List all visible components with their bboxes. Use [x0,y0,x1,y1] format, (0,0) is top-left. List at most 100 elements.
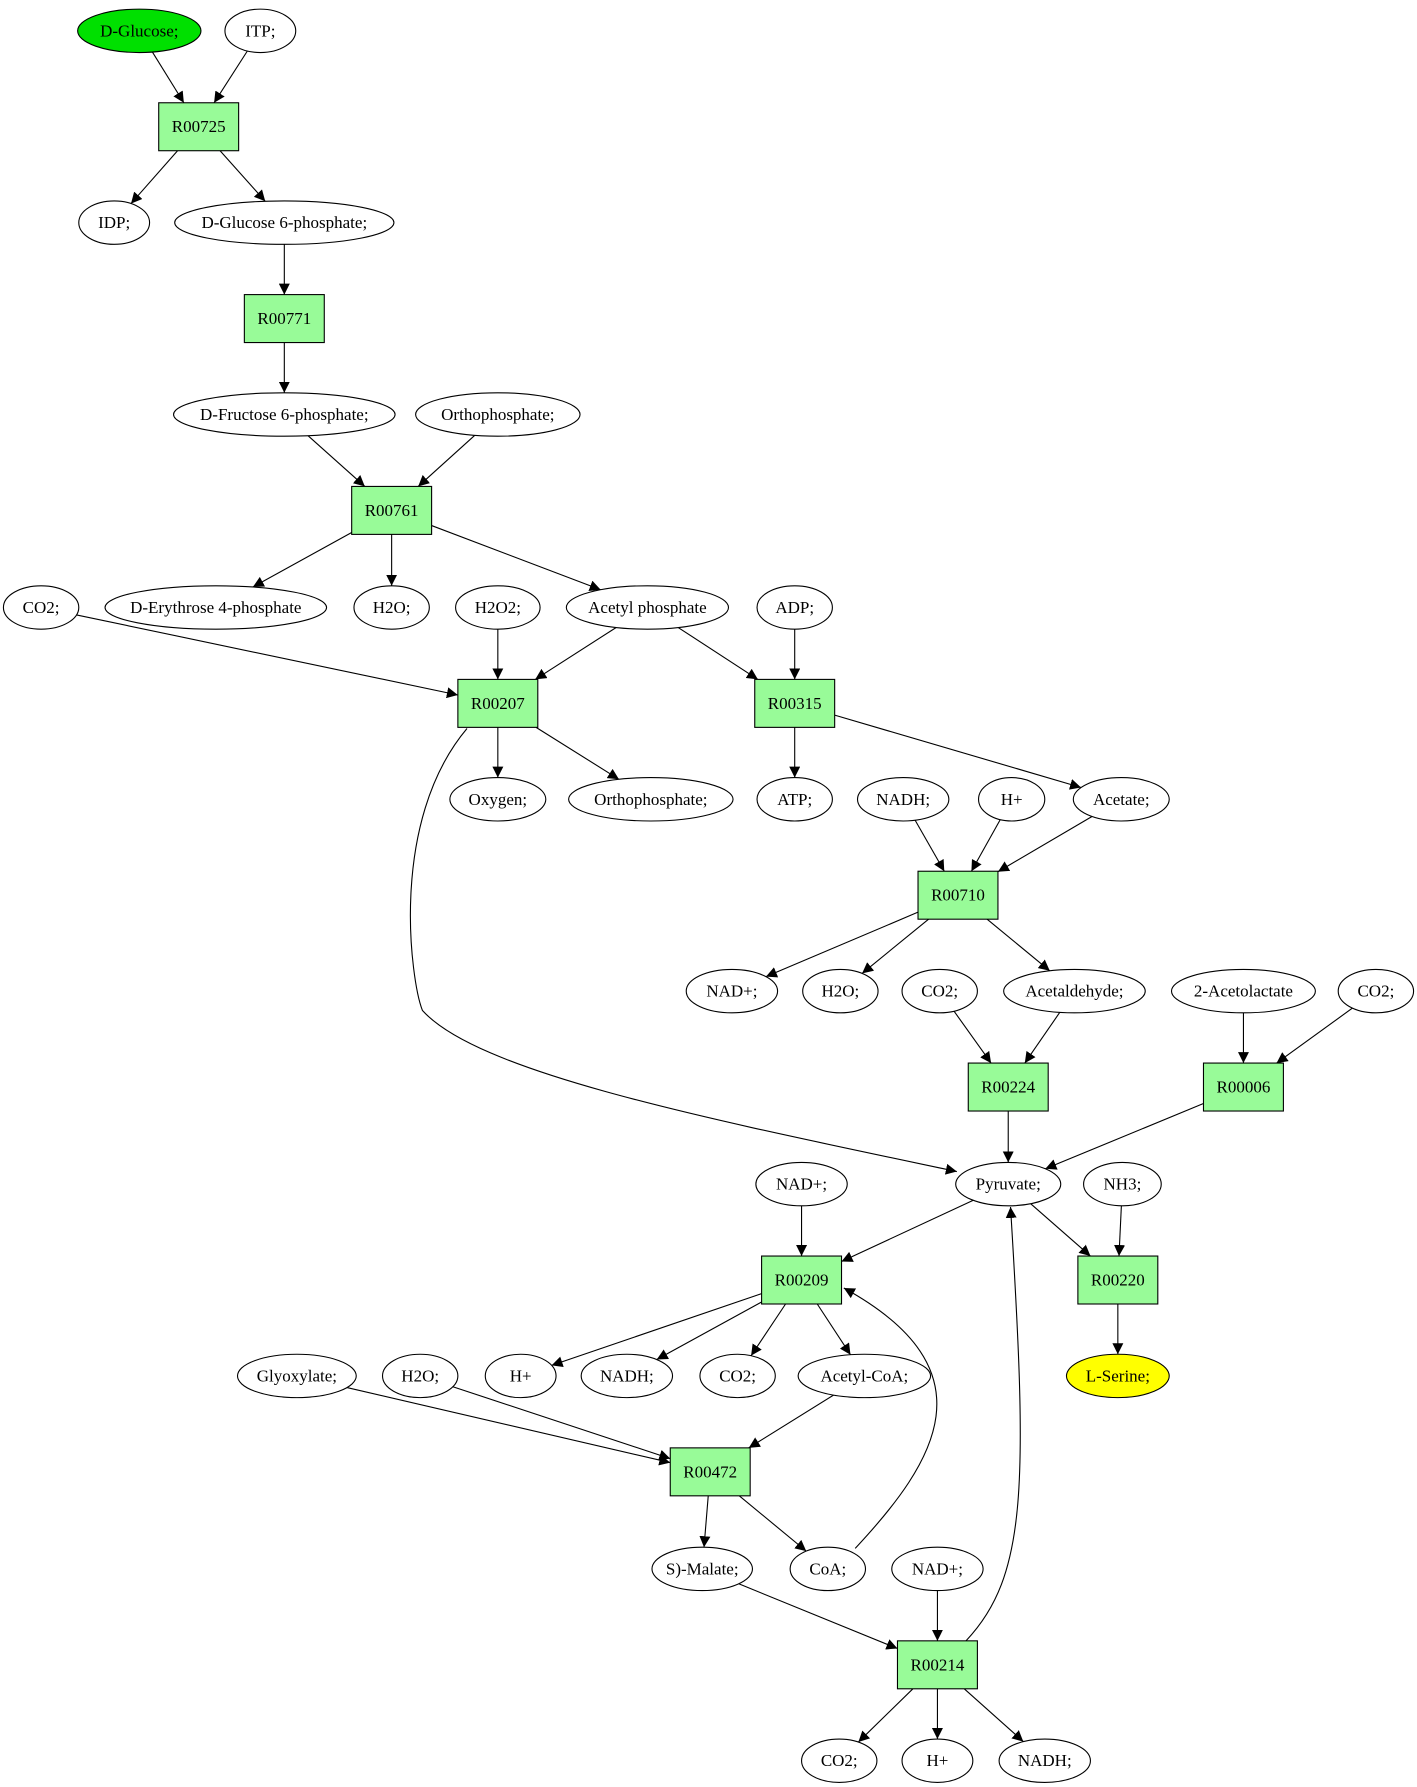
metabolite-ellipse [224,8,297,54]
metabolite-ellipse [685,968,779,1014]
metabolite-node-nh3: NH3; [1083,1161,1162,1207]
edge-n_glc-to-r_00725 [151,51,185,104]
metabolite-ellipse [856,777,950,822]
reaction-node-r00220: R00220 [1077,1255,1159,1305]
reaction-box [158,102,240,152]
node-label: R00220 [1091,1271,1145,1290]
node-label: H2O; [373,598,411,617]
reaction-box [351,485,433,535]
node-label: Acetaldehyde; [1025,982,1123,1001]
reaction-box [761,1255,843,1305]
reaction-box [917,870,999,920]
reaction-node-r00771: R00771 [243,294,325,344]
node-label: NADH; [1018,1751,1072,1770]
node-label: H2O; [821,982,859,1001]
edge-r_00725-to-n_idp [130,150,178,204]
edge-r_00710-to-n_h2o3 [861,918,929,974]
node-label: CO2; [921,982,958,1001]
metabolite-node-co2: CO2; [699,1353,776,1399]
metabolite-node-idp: IDP; [78,200,151,245]
metabolite-node-glyoxylate: Glyoxylate; [236,1353,357,1399]
node-label: H+ [1001,790,1023,809]
metabolite-ellipse [77,8,202,54]
metabolite-ellipse [568,777,734,822]
metabolite-ellipse [455,585,541,630]
edge-r_00006-to-n_pyr [1045,1103,1204,1170]
metabolite-ellipse [565,585,730,630]
metabolite-node-h: H+ [484,1353,557,1399]
metabolite-node-h2o2: H2O2; [455,585,541,630]
metabolite-node-h: H+ [901,1738,974,1783]
edge-n_acp-to-r_00207 [534,627,617,680]
metabolite-ellipse [2,585,80,630]
node-label: R00006 [1217,1078,1271,1097]
metabolite-ellipse [801,1738,878,1783]
metabolite-node-acetyl-phosphate: Acetyl phosphate [565,585,730,630]
edge-n_pyr-to-r_00220 [1030,1203,1091,1257]
node-label: R00214 [911,1655,965,1674]
edge-r_00209-to-n_hp2 [551,1293,762,1368]
node-label: NAD+; [776,1175,827,1194]
metabolite-node-itp: ITP; [224,8,297,54]
metabolite-ellipse [955,1161,1062,1207]
metabolite-node-d-fructose-6-phosphate: D-Fructose 6-phosphate; [173,392,396,437]
metabolite-ellipse [651,1546,754,1592]
node-label: 2-Acetolactate [1194,982,1293,1001]
metabolite-ellipse [891,1546,984,1592]
node-label: CoA; [809,1559,846,1578]
node-label: CO2; [23,598,60,617]
node-label: R00761 [365,501,419,520]
node-label: NAD+; [706,982,757,1001]
edge-n_co2c-to-r_00006 [1276,1007,1353,1064]
edge-n_ac-to-r_00710 [997,816,1093,873]
edge-r_00214-to-n_nadh3 [963,1688,1024,1742]
node-label: Pyruvate; [976,1175,1041,1194]
metabolite-ellipse [174,200,395,245]
edge-n_acald-to-r_00224 [1024,1012,1061,1064]
metabolite-ellipse [449,777,547,822]
metabolite-node-adp: ADP; [756,585,833,630]
edge-r_00209-to-n_co2d [750,1303,787,1356]
reaction-node-r00315: R00315 [754,678,836,728]
node-label: ADP; [775,598,814,617]
metabolite-ellipse [789,1546,867,1592]
metabolite-node-d-erythrose-4-phosphate: D-Erythrose 4-phosphate [104,585,328,630]
reaction-node-r00224: R00224 [967,1062,1049,1112]
metabolite-node-pyruvate: Pyruvate; [955,1161,1062,1207]
node-label: Acetate; [1093,790,1150,809]
reaction-node-r00761: R00761 [351,485,433,535]
edge-r_00472-to-n_mal [699,1495,711,1548]
metabolite-ellipse [1083,1161,1162,1207]
node-label: NADH; [876,790,930,809]
metabolite-ellipse [1003,968,1146,1014]
metabolite-node-co2: CO2; [2,585,80,630]
metabolite-node-d-glucose: D-Glucose; [77,8,202,54]
edge-r_00214-to-n_pyr [965,1206,1021,1642]
edge-r_00761-to-n_acp [431,525,601,591]
metabolite-ellipse [484,1353,557,1399]
metabolite-ellipse [901,1738,974,1783]
metabolite-node-co2: CO2; [901,968,978,1014]
node-label: Oxygen; [469,790,528,809]
metabolite-node-nad: NAD+; [755,1161,848,1207]
node-label: R00315 [768,694,822,713]
edge-r_00214-to-n_co2e [857,1688,914,1743]
metabolite-node-atp: ATP; [756,777,833,822]
node-label: NH3; [1104,1175,1142,1194]
metabolite-ellipse [415,392,581,437]
node-label: Orthophosphate; [441,405,554,424]
edge-r_00472-to-n_coa [738,1495,807,1552]
metabolite-ellipse [353,585,430,630]
node-label: R00207 [471,694,525,713]
edge-n_hp1-to-r_00710 [970,819,1001,872]
metabolite-node-h2o: H2O; [802,968,879,1014]
reaction-node-r00472: R00472 [669,1447,751,1497]
metabolite-ellipse [1072,777,1170,822]
node-label: H2O; [401,1366,439,1385]
reaction-box [1077,1255,1159,1305]
node-label: Acetyl-CoA; [820,1366,908,1385]
edge-n_f6p-to-r_00761 [307,435,366,487]
reaction-box [1202,1062,1284,1112]
